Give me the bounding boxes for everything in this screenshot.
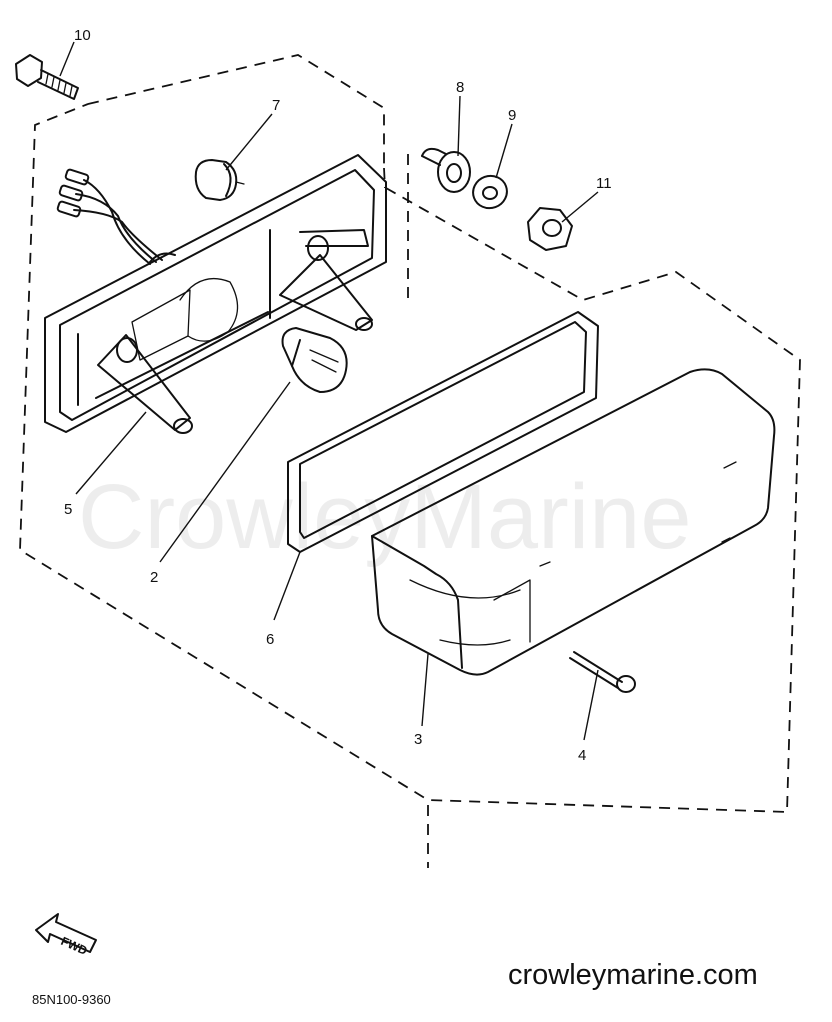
callout-9: 9	[508, 107, 516, 124]
callout-10: 10	[74, 27, 91, 44]
grommet-part-7	[194, 159, 245, 201]
assembly-boundary-main	[19, 54, 801, 813]
callout-8: 8	[456, 79, 464, 96]
leader-8	[457, 95, 461, 157]
washer-part-9	[472, 174, 508, 210]
gasket-part-6	[287, 311, 599, 553]
screw-part-4	[569, 651, 636, 693]
callout-4: 4	[578, 747, 586, 764]
leader-6	[273, 551, 301, 621]
lens-part-3	[371, 368, 776, 676]
bolt-part-10	[15, 54, 79, 100]
leader-4	[583, 669, 599, 741]
leader-11	[561, 191, 599, 223]
callout-11: 11	[596, 175, 612, 192]
housing-part-5	[44, 154, 387, 434]
part-code: 85N100-9360	[32, 992, 111, 1007]
leader-2	[159, 381, 291, 563]
callout-6: 6	[266, 631, 274, 648]
callout-7: 7	[272, 97, 280, 114]
callout-2: 2	[150, 569, 158, 586]
leader-10	[59, 41, 75, 77]
forward-direction-arrow: FWD	[35, 913, 97, 958]
fwd-label: FWD	[59, 934, 90, 958]
collar-part-8	[421, 147, 471, 193]
nut-part-11	[527, 207, 573, 251]
leader-5	[75, 411, 147, 495]
watermark: CrowleyMarine	[78, 466, 692, 568]
leader-3	[421, 653, 429, 727]
bulb-part-2	[281, 327, 348, 393]
leader-7	[225, 113, 273, 171]
site-credit: crowleymarine.com	[508, 959, 758, 991]
callout-3: 3	[414, 731, 422, 748]
leader-9	[495, 123, 513, 179]
callout-5: 5	[64, 501, 72, 518]
